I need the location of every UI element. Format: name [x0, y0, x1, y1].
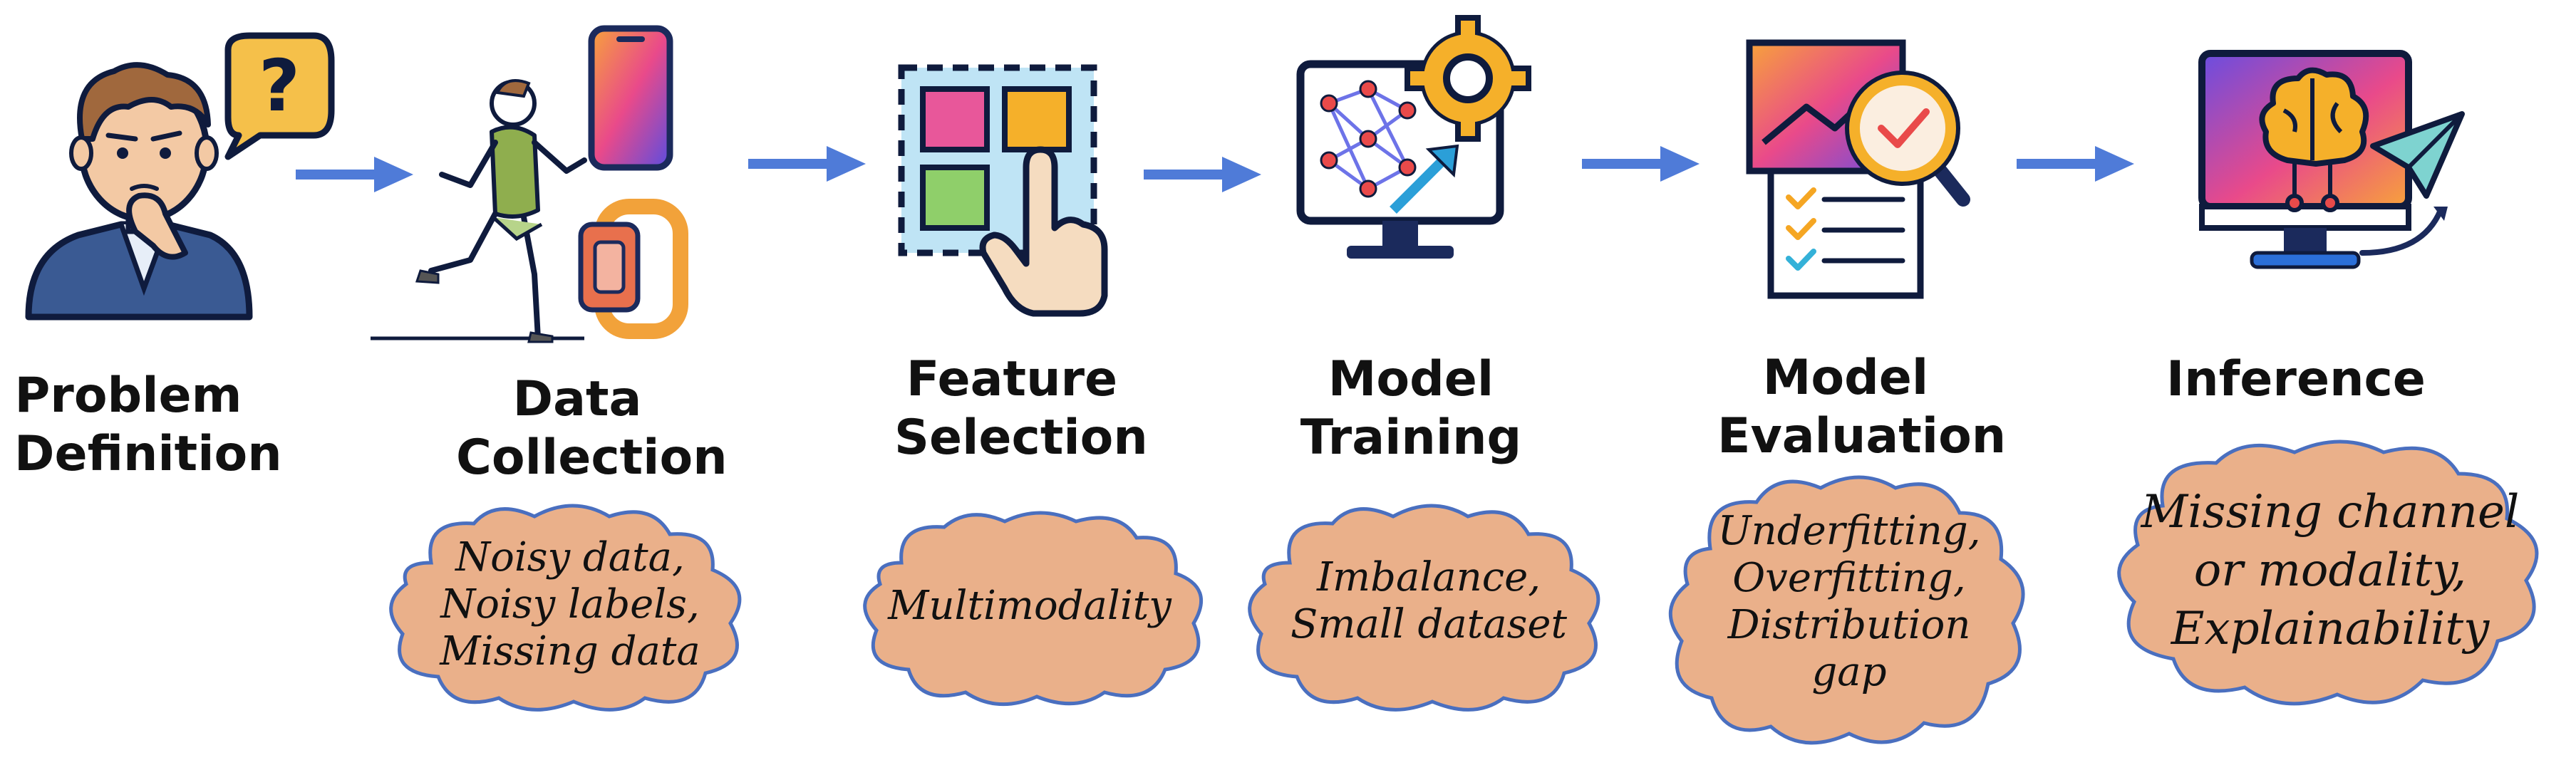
challenge-text-feature-selection: Multimodality [888, 583, 1171, 629]
thinking-person-icon: ? [25, 32, 335, 321]
report-magnifier-icon [1746, 39, 1970, 299]
stage-title-model-evaluation: Model Evaluation [1717, 350, 2007, 464]
challenge-cloud-feature-selection [863, 511, 1204, 707]
brain-monitor-plane-icon [2198, 50, 2465, 269]
flow-arrow-5 [2017, 146, 2134, 182]
flow-arrow-3 [1144, 157, 1261, 192]
challenge-text-inference: Missing channel or modality, Explainabil… [2141, 486, 2520, 655]
challenge-cloud-inference [2117, 439, 2539, 706]
flow-arrow-2 [748, 146, 866, 182]
challenge-text-model-training: Imbalance, Small dataset [1290, 554, 1567, 647]
flow-arrow-4 [1582, 146, 1700, 182]
challenge-text-model-evaluation: Underfitting, Overfitting, Distribution … [1717, 508, 1981, 695]
stage-title-model-training: Model Training [1300, 351, 1522, 466]
feature-grid-hand-icon [898, 64, 1108, 317]
stage-title-feature-selection: Feature Selection [894, 351, 1148, 466]
challenge-cloud-model-evaluation [1668, 475, 2025, 745]
flow-arrow-1 [296, 157, 413, 192]
stage-title-inference: Inference [2166, 351, 2426, 407]
runner-phone-watch-icon [371, 25, 688, 343]
stage-title-problem-definition: Problem Definition [14, 368, 282, 482]
challenge-cloud-data-collection [389, 504, 742, 712]
stage-title-data-collection: Data Collection [456, 371, 728, 486]
challenge-text-data-collection: Noisy data, Noisy labels, Missing data [440, 534, 700, 675]
challenge-cloud-model-training [1248, 504, 1600, 712]
network-monitor-gear-icon [1296, 15, 1531, 259]
svg-text:?: ? [259, 44, 300, 128]
